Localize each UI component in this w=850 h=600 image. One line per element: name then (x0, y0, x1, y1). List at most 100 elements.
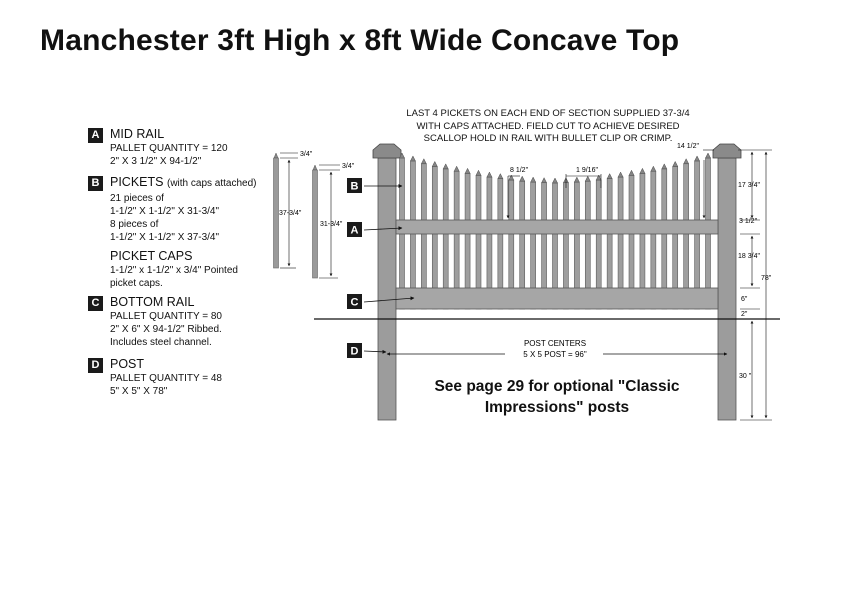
dim-picket-a: 37-3/4" (279, 210, 302, 217)
top-note-line: WITH CAPS ATTACHED. FIELD CUT TO ACHIEVE… (416, 120, 680, 132)
part-line: Includes steel channel. (110, 337, 212, 348)
callout-a-label: A (351, 225, 359, 237)
badge-a: A (88, 128, 103, 143)
top-note-line: LAST 4 PICKETS ON EACH END OF SECTION SU… (406, 108, 690, 119)
picket-cap (486, 171, 493, 178)
picket (410, 160, 416, 310)
part-line: PALLET QUANTITY = 48 (110, 373, 222, 384)
dim-spacing: 8 1/2" (510, 167, 529, 174)
picket-cap (639, 167, 646, 174)
part-name: MID RAIL (110, 127, 165, 141)
see-note-line: Impressions" posts (484, 399, 630, 416)
dim-cap-b: 3/4" (342, 163, 355, 170)
see-page-note: See page 29 for optional "Classic Impres… (392, 376, 722, 418)
loose-picket-long (273, 152, 279, 269)
picket-cap (410, 155, 416, 162)
loose-picket-short (312, 164, 318, 279)
post-centers-label: POST CENTERS (524, 339, 586, 348)
callout-d-label: D (351, 346, 359, 358)
part-line: picket caps. (110, 278, 163, 289)
part-post: D POST PALLET QUANTITY = 48 5" X 5" X 78… (88, 356, 288, 400)
badge-b: B (88, 176, 103, 191)
picket-cap (519, 175, 526, 182)
dim-bottom-rail: 6" (741, 296, 748, 303)
dim-ground-gap: 2" (741, 311, 748, 318)
picket-cap (694, 155, 700, 162)
picket-cap (683, 158, 690, 165)
parts-list: A MID RAIL PALLET QUANTITY = 120 2" X 3 … (88, 126, 288, 400)
part-mid-rail: A MID RAIL PALLET QUANTITY = 120 2" X 3 … (88, 126, 288, 174)
bottom-rail (395, 287, 719, 310)
badge-d: D (88, 358, 103, 373)
dim-gap: 1 9/16" (576, 167, 598, 174)
picket-cap (705, 152, 711, 159)
dim-top: 17 3/4" (738, 182, 760, 189)
top-note: LAST 4 PICKETS ON EACH END OF SECTION SU… (378, 108, 718, 146)
picket-cap (453, 165, 460, 172)
picket-cap (628, 169, 635, 176)
part-name: PICKET CAPS (110, 249, 193, 263)
picket-cap (617, 171, 624, 178)
part-line: 2" X 6" X 94-1/2" Ribbed. (110, 324, 222, 335)
picket-cap (475, 169, 482, 176)
part-line: 1-1/2" X 1-1/2" X 31-3/4" (110, 206, 220, 217)
picket-cap (650, 165, 657, 172)
part-bottom-rail: C BOTTOM RAIL PALLET QUANTITY = 80 2" X … (88, 294, 288, 356)
picket-cap (573, 176, 580, 183)
picket-cap (442, 163, 449, 170)
see-note-line: See page 29 for optional "Classic (434, 378, 680, 395)
part-line: PALLET QUANTITY = 120 (110, 143, 228, 154)
dim-mid: 18 3/4" (738, 253, 760, 260)
callout-c-label: C (351, 297, 359, 309)
picket-cap (541, 177, 547, 183)
picket-cap (530, 176, 537, 183)
part-line: 1-1/2" x 1-1/2" x 3/4" Pointed (110, 265, 238, 276)
picket-cap (661, 163, 668, 170)
picket-cap (464, 167, 471, 174)
dim-mid-rail: 3 1/2" (739, 218, 758, 225)
callout-b-label: B (351, 181, 359, 193)
picket-cap (606, 173, 613, 179)
picket-cap (508, 174, 515, 181)
callout-b (347, 178, 403, 193)
dim-end-height: 14 1/2" (677, 143, 699, 150)
dim-overall: 78" (761, 275, 772, 282)
part-line: 1-1/2" X 1-1/2" X 37-3/4" (110, 232, 220, 243)
dim-cap-a: 3/4" (300, 151, 313, 158)
part-picket-caps: PICKET CAPS 1-1/2" x 1-1/2" x 3/4" Point… (88, 248, 288, 294)
picket-cap (584, 175, 591, 182)
part-name: PICKETS (110, 175, 164, 189)
callout-c (347, 294, 415, 309)
right-post (712, 143, 742, 421)
part-line: 8 pieces of (110, 219, 159, 230)
part-note: (with caps attached) (166, 178, 257, 189)
callout-d (347, 343, 387, 358)
part-pickets: B PICKETS (with caps attached) 21 pieces… (88, 174, 288, 248)
top-note-line: SCALLOP HOLD IN RAIL WITH BULLET CLIP OR… (423, 133, 673, 144)
picket (421, 163, 427, 310)
part-line: 5" X 5" X 78" (110, 386, 168, 397)
left-post (372, 143, 402, 421)
dim-below-grade: 30 " (739, 373, 752, 380)
picket-cap (420, 158, 427, 165)
picket-cap (399, 152, 405, 159)
picket-cap (552, 177, 558, 184)
page-title: Manchester 3ft High x 8ft Wide Concave T… (40, 24, 680, 57)
picket-cap (431, 160, 438, 167)
part-line: PALLET QUANTITY = 80 (110, 311, 222, 322)
badge-c: C (88, 296, 103, 311)
part-line: 21 pieces of (110, 193, 164, 204)
picket-cap (672, 160, 679, 167)
post-centers-value: 5 X 5 POST = 96" (523, 350, 587, 359)
part-name: POST (110, 357, 145, 371)
picket (694, 160, 700, 310)
picket-cap (497, 173, 504, 179)
part-name: BOTTOM RAIL (110, 295, 195, 309)
callout-a (347, 222, 403, 237)
picket-cap (595, 174, 602, 181)
picket (683, 163, 689, 310)
part-line: 2" X 3 1/2" X 94-1/2" (110, 156, 202, 167)
dim-picket-b: 31-3/4" (320, 221, 343, 228)
mid-rail (395, 219, 719, 235)
